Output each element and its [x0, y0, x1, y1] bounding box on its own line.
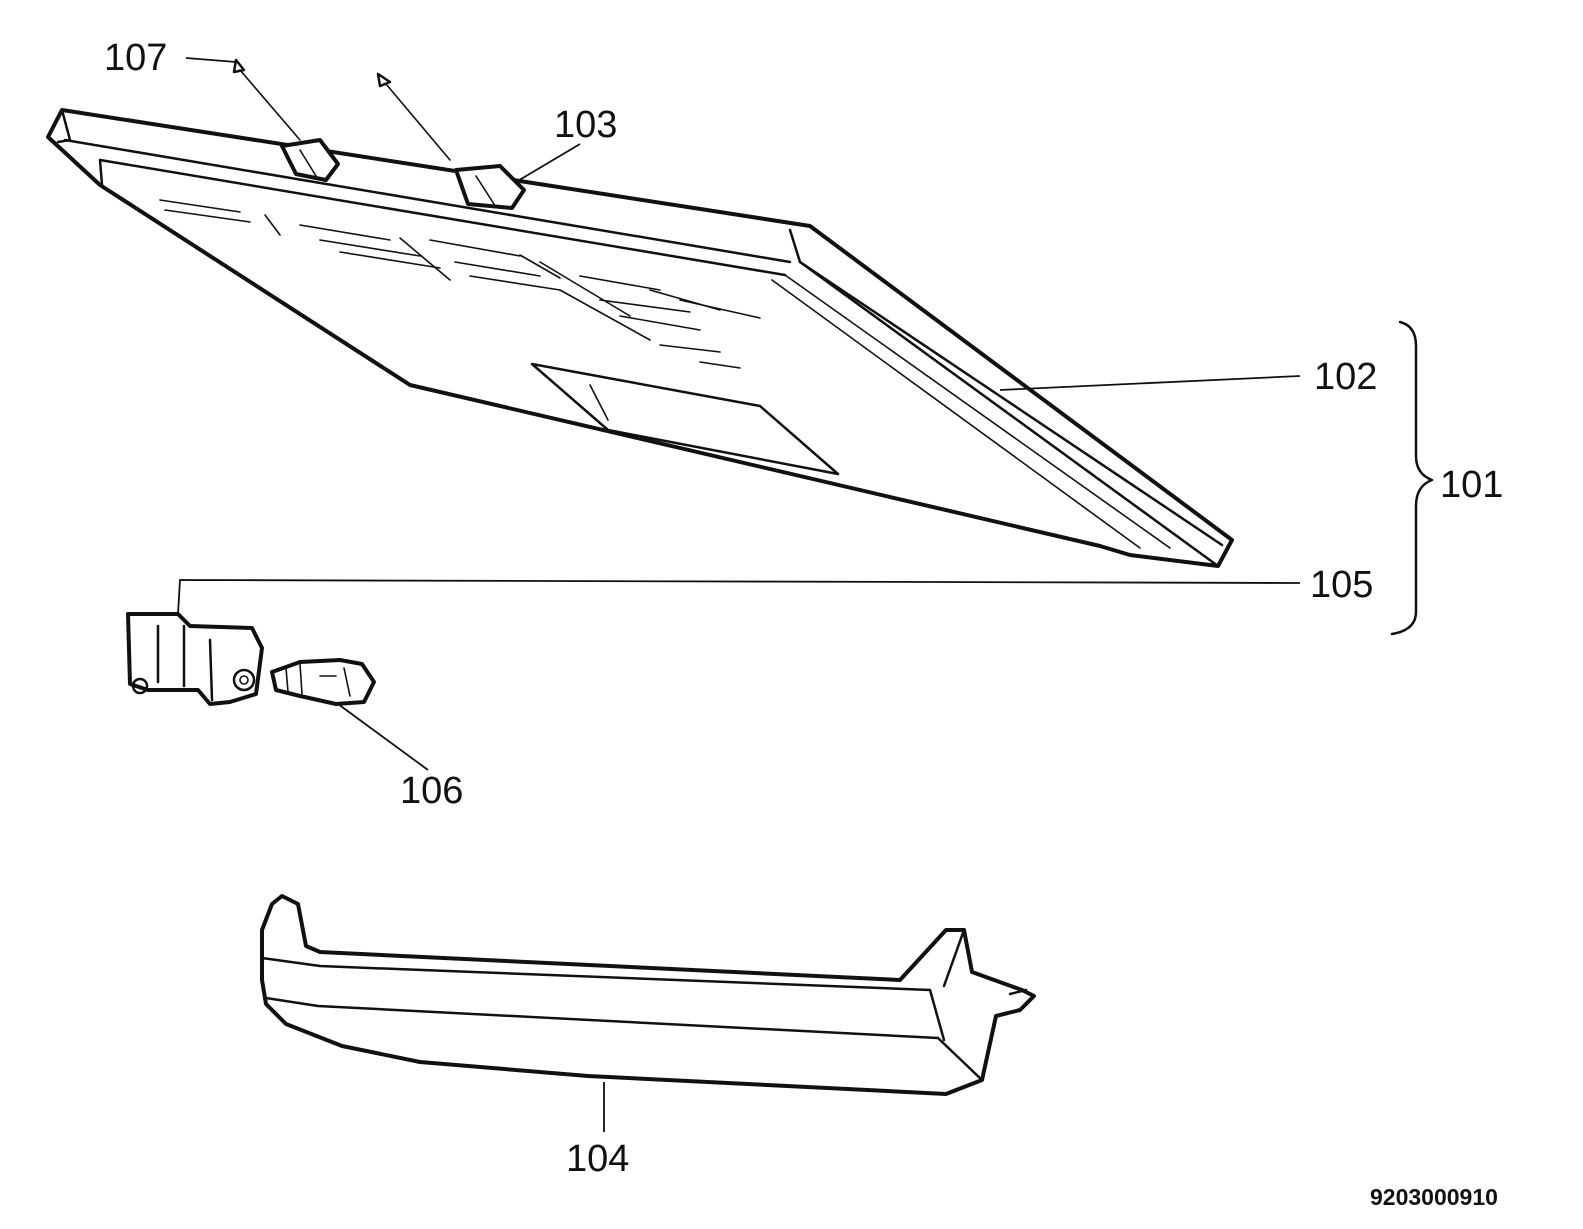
leader-102 — [999, 375, 1301, 391]
label-103: 103 — [554, 104, 617, 146]
bracket-101 — [1390, 320, 1434, 636]
part-105-lamp-holder — [126, 612, 264, 706]
leader-lines — [177, 57, 1301, 1132]
leader-103 — [515, 143, 581, 183]
part-103-clips — [280, 138, 526, 210]
part-102-shelf-cover — [46, 108, 1234, 568]
leader-106 — [337, 703, 429, 771]
part-107-screws — [232, 58, 451, 161]
label-102: 102 — [1314, 356, 1377, 398]
label-105: 105 — [1310, 564, 1373, 606]
leader-107 — [185, 57, 237, 63]
reference-number: 9203000910 — [1370, 1184, 1498, 1210]
label-107: 107 — [104, 37, 167, 79]
label-104: 104 — [566, 1138, 629, 1180]
part-106-bulb — [270, 658, 376, 706]
part-104-door-bin — [260, 894, 1036, 1096]
label-101: 101 — [1440, 464, 1503, 506]
leader-105 — [177, 579, 1301, 615]
label-106: 106 — [400, 770, 463, 812]
